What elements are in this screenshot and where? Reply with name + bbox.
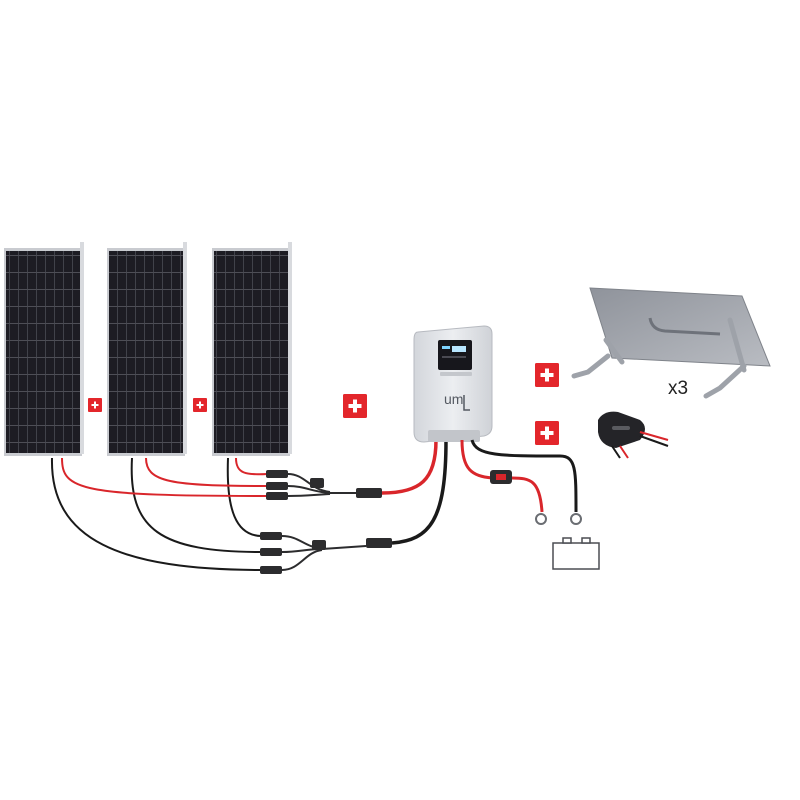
- plus-icon: [88, 398, 102, 412]
- panel-stand-icon: [571, 287, 771, 399]
- mc4-inline-connector: [356, 488, 382, 498]
- solar-panel-1: [4, 242, 84, 456]
- battery-positive-cable: [460, 439, 493, 480]
- plus-icon: [193, 398, 207, 412]
- battery-negative-cable: [470, 439, 578, 513]
- y-branch-hub: [310, 478, 324, 488]
- panel-positive-cables: [61, 457, 269, 497]
- stand-quantity-label: x3: [668, 378, 689, 399]
- controller-display: [438, 340, 472, 370]
- mc4-connectors-negative: [260, 532, 282, 574]
- ring-terminal: [535, 513, 582, 525]
- charge-controller-icon: um: [413, 325, 493, 443]
- panel-negative-cables: [50, 457, 263, 571]
- cable-entry-gland-icon: [598, 411, 669, 459]
- battery-positive-lead: [511, 476, 544, 513]
- svg-text:um: um: [444, 391, 463, 407]
- mc4-connectors-positive: [266, 470, 288, 500]
- main-positive-cable: [381, 439, 438, 495]
- plus-icon: [535, 421, 559, 445]
- solar-panel-3: [212, 242, 292, 456]
- plus-icon: [343, 394, 367, 418]
- main-negative-cable: [391, 439, 448, 545]
- y-branch-connector-positive: [287, 473, 356, 497]
- inline-fuse-holder: [490, 470, 512, 484]
- plus-icon: [535, 363, 559, 387]
- mc4-inline-connector: [366, 538, 392, 548]
- battery-icon: [552, 537, 600, 570]
- y-branch-hub: [312, 540, 326, 550]
- solar-panel-2: [107, 242, 187, 456]
